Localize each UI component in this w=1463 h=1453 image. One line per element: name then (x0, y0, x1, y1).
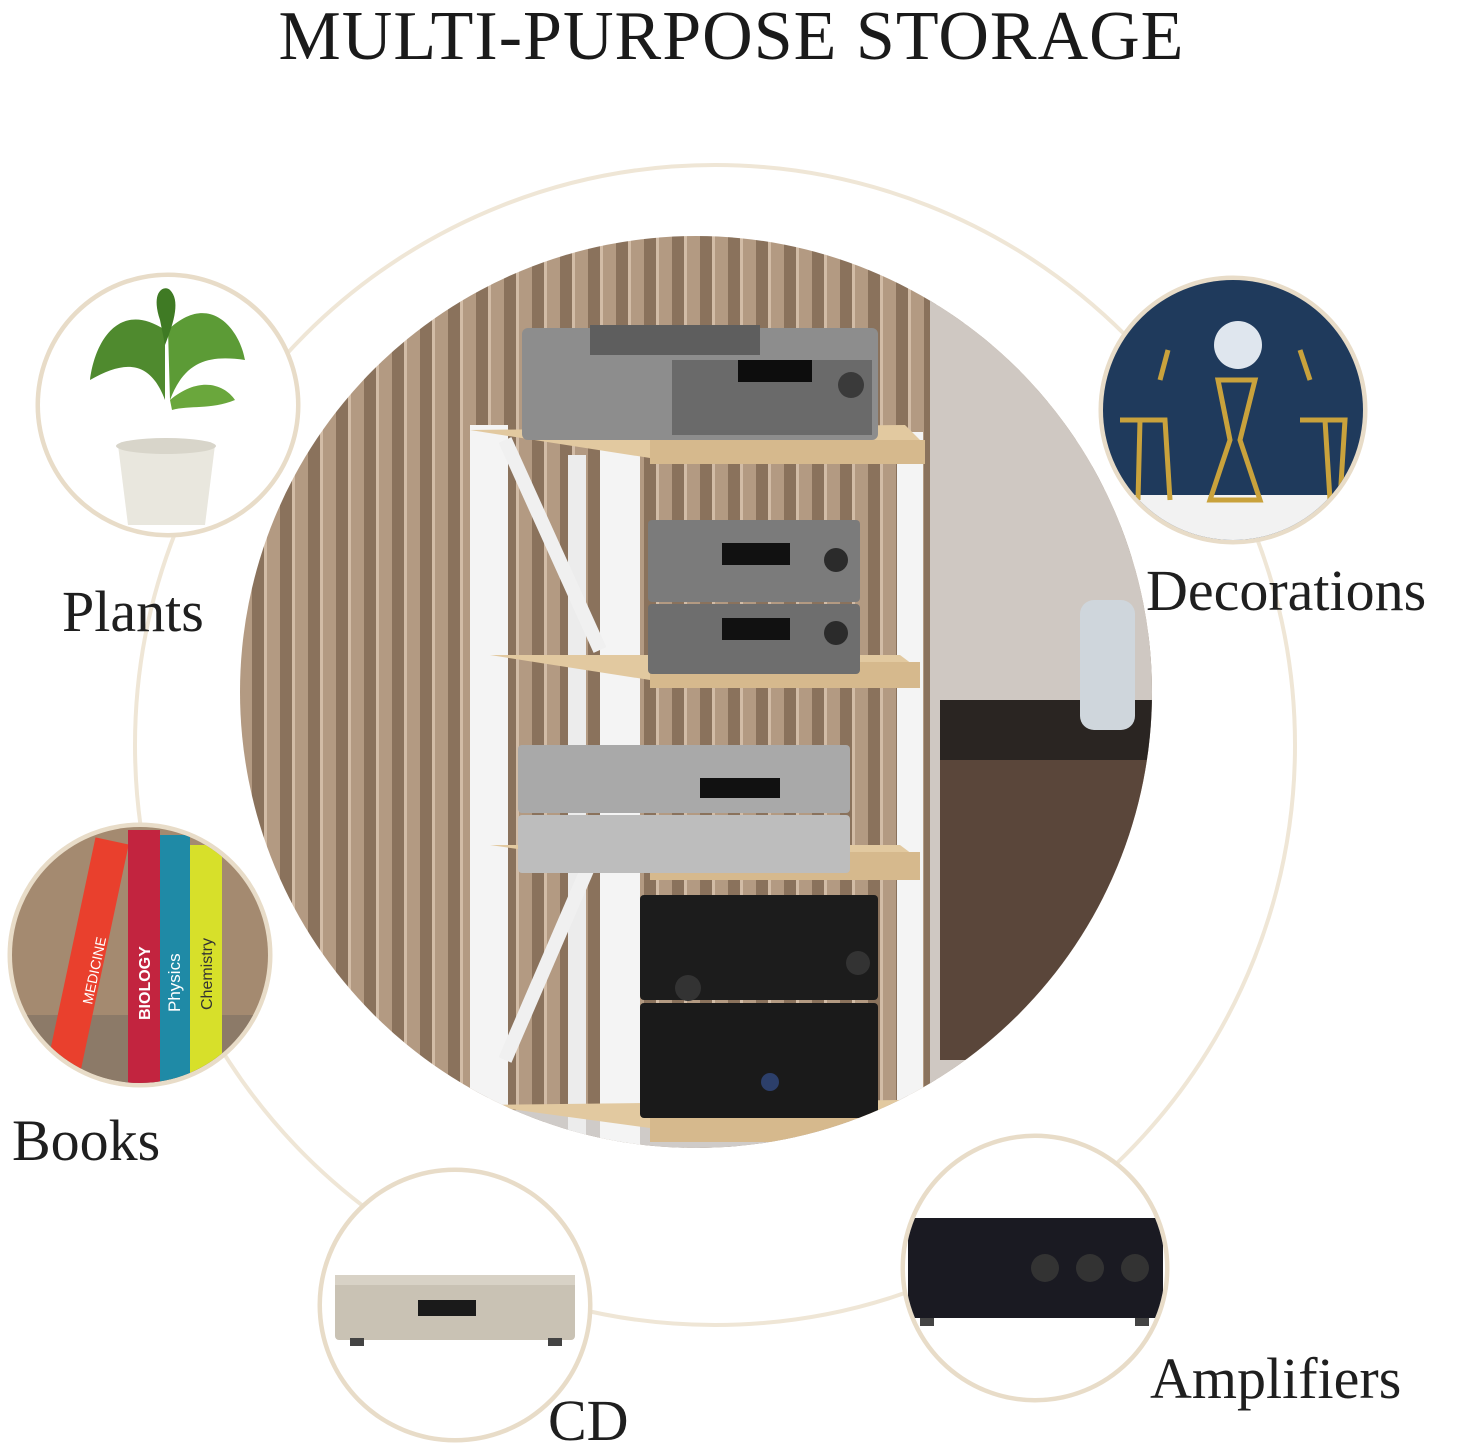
label-amplifiers: Amplifiers (1150, 1346, 1402, 1411)
label-plants: Plants (62, 579, 204, 644)
label-books: Books (12, 1108, 161, 1173)
book-spine-chemistry: Chemistry (199, 938, 216, 1010)
book-chemistry (190, 845, 222, 1083)
device-av-receiver (640, 895, 878, 1001)
book-biology (128, 830, 160, 1083)
book-physics (160, 835, 190, 1083)
vase (1080, 600, 1135, 730)
label-decorations: Decorations (1146, 558, 1427, 623)
plants-image (40, 277, 296, 533)
device-power-amplifier (640, 1003, 878, 1118)
amplifier-image (905, 1138, 1165, 1398)
device-tuner (648, 604, 860, 674)
book-spine-biology: BIOLOGY (137, 946, 154, 1020)
books-image: MEDICINE BIOLOGY Physics Chemistry (12, 827, 268, 1083)
device-cd-player (648, 520, 860, 602)
cd-player-image (322, 1172, 588, 1438)
main-product-image (240, 236, 1152, 1148)
page-title: MULTI-PURPOSE STORAGE (278, 0, 1185, 75)
book-spine-physics: Physics (165, 953, 184, 1012)
device-top-amplifier (522, 325, 878, 440)
decorations-image (1103, 280, 1363, 540)
connector-ring (133, 163, 1297, 1327)
book-medicine (47, 837, 129, 1070)
label-cd: CD (548, 1388, 629, 1453)
device-silver-units (518, 745, 850, 873)
